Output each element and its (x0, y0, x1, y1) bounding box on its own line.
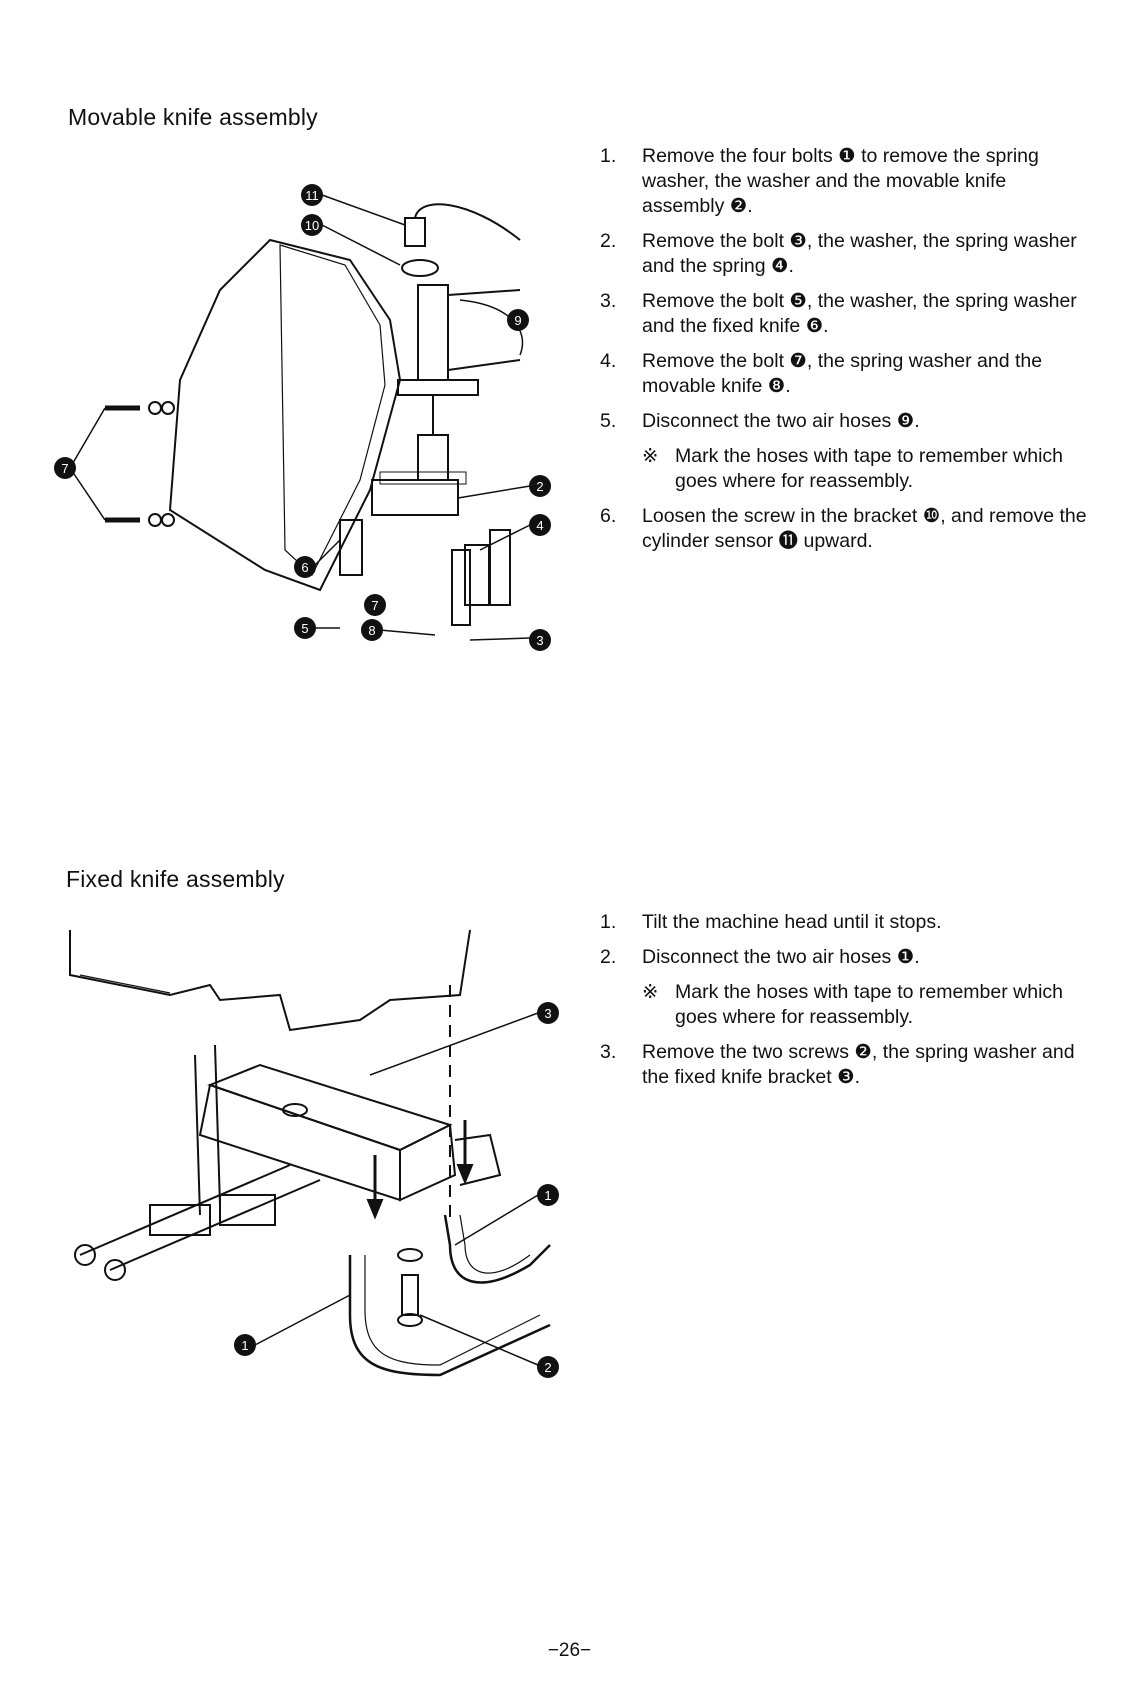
callout-2: 2 (536, 479, 543, 494)
step-text: Disconnect the two air hoses ❾. (642, 410, 920, 432)
step-text: Remove the bolt ❸, the washer, the sprin… (642, 230, 1077, 277)
fixed-knife-diagram: 3 1 1 2 (69, 929, 559, 1378)
movable-knife-steps: 1.Remove the four bolts ❶ to remove the … (600, 144, 1090, 564)
step-text: Disconnect the two air hoses ❶. (642, 946, 920, 968)
callout-9: 9 (514, 313, 521, 328)
step-5: 5.Disconnect the two air hoses ❾. (600, 410, 920, 432)
step-2: 2.Disconnect the two air hoses ❶. (600, 946, 920, 968)
page-number: −26− (547, 1640, 592, 1661)
callout-1: 1 (241, 1338, 248, 1353)
section-title-fixed-knife: Fixed knife assembly (66, 866, 285, 892)
step-2: 2.Remove the bolt ❸, the washer, the spr… (600, 230, 1077, 277)
callout-6: 6 (301, 560, 308, 575)
callout-10: 10 (305, 218, 319, 233)
fixed-knife-steps: 1.Tilt the machine head until it stops. … (600, 910, 1090, 1100)
callout-1: 1 (544, 1188, 551, 1203)
step-text: Remove the four bolts ❶ to remove the sp… (642, 145, 1039, 217)
callout-3: 3 (544, 1006, 551, 1021)
step-text: Loosen the screw in the bracket ❿, and r… (642, 505, 1087, 552)
callout-3: 3 (536, 633, 543, 648)
callout-4: 4 (536, 518, 543, 533)
callout-2: 2 (544, 1360, 551, 1375)
step-1: 1.Remove the four bolts ❶ to remove the … (600, 145, 1039, 217)
step-text: Remove the two screws ❷, the spring wash… (642, 1041, 1075, 1088)
section-title-movable-knife: Movable knife assembly (68, 104, 318, 130)
callout-5: 5 (301, 621, 308, 636)
step-text: Tilt the machine head until it stops. (642, 911, 942, 933)
note: ※Mark the hoses with tape to remember wh… (642, 981, 1064, 1028)
step-3: 3.Remove the bolt ❺, the washer, the spr… (600, 290, 1077, 337)
callout-7: 7 (371, 598, 378, 613)
note-text: Mark the hoses with tape to remember whi… (675, 981, 1064, 1028)
note: ※Mark the hoses with tape to remember wh… (642, 445, 1064, 492)
step-text: Remove the bolt ❼, the spring washer and… (642, 350, 1043, 397)
step-4: 4.Remove the bolt ❼, the spring washer a… (600, 350, 1043, 397)
callout-7: 7 (61, 461, 68, 476)
step-text: Remove the bolt ❺, the washer, the sprin… (642, 290, 1077, 337)
step-6: 6.Loosen the screw in the bracket ❿, and… (600, 505, 1087, 552)
movable-knife-diagram: 11 10 9 7 2 4 6 7 8 5 3 (54, 184, 551, 651)
callout-11: 11 (305, 188, 319, 203)
step-3: 3.Remove the two screws ❷, the spring wa… (600, 1041, 1075, 1088)
step-1: 1.Tilt the machine head until it stops. (600, 911, 942, 933)
callout-8: 8 (368, 623, 375, 638)
note-text: Mark the hoses with tape to remember whi… (675, 445, 1064, 492)
